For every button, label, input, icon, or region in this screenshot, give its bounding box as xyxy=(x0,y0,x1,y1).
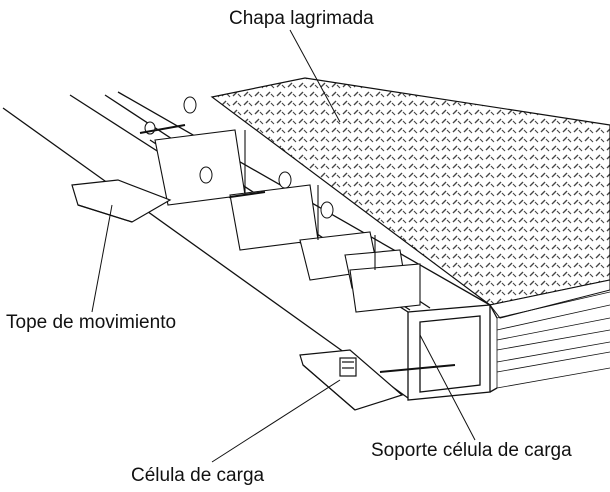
load-cell-plate xyxy=(299,349,404,411)
leader-lines xyxy=(91,29,476,463)
label-celula-de-carga: Célula de carga xyxy=(131,465,265,486)
label-tope-de-movimiento: Tope de movimiento xyxy=(6,312,177,333)
label-soporte-celula-de-carga: Soporte célula de carga xyxy=(371,440,572,461)
label-chapa-lagrimada: Chapa lagrimada xyxy=(229,8,374,29)
weld-hatching xyxy=(139,124,456,373)
leader-soporte xyxy=(419,334,476,441)
leader-tope xyxy=(91,204,113,313)
leader-chapa xyxy=(289,29,341,123)
movement-stop-plate xyxy=(71,179,172,223)
leader-celula xyxy=(211,379,341,463)
platform-side-edges xyxy=(496,291,610,389)
bolt-heads xyxy=(144,96,334,219)
checker-plate xyxy=(210,77,610,389)
compartment-ribs xyxy=(154,129,421,313)
